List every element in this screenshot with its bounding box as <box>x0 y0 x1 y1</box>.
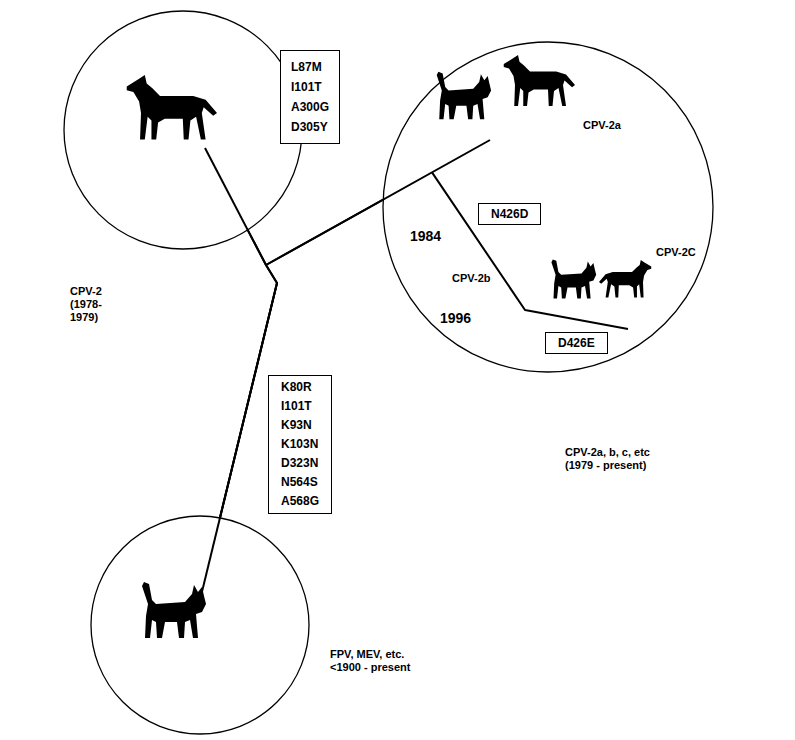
group-heading: CPV-2 (1978-1979) <box>70 285 102 324</box>
mutation-list: N426D <box>491 206 528 222</box>
circle-outline <box>63 10 303 250</box>
circle-outline <box>382 41 714 373</box>
group-heading: FPV, MEV, etc. <1900 - present <box>330 648 425 674</box>
circle-outline <box>90 515 310 735</box>
mutation-box: K80R I101T K93N K103N D323N N564S A568G <box>268 375 332 514</box>
cat-silhouette <box>142 582 206 638</box>
mutation-box: L87M I101T A300G D305Y <box>280 50 340 144</box>
host-circle: CPV-2 (1978-1979) <box>63 10 303 250</box>
cat-silhouette <box>551 259 596 298</box>
mutation-box: D426E <box>545 332 608 354</box>
mutation-box: N426D <box>478 203 541 225</box>
lineage-line <box>220 200 383 518</box>
mutation-list: K80R I101T K93N K103N D323N N564S A568G <box>281 378 319 511</box>
group-heading: CPV-2a, b, c, etc (1979 - present) <box>565 446 677 472</box>
circle-outline <box>383 42 713 372</box>
tree-branch <box>432 172 628 329</box>
circle-outline <box>91 516 309 734</box>
mutation-list: L87M I101T A300G D305Y <box>291 57 329 137</box>
dog-silhouette <box>504 55 575 106</box>
host-circle: FPV, MEV, etc. <1900 - present <box>90 515 310 735</box>
host-circle: N426DD426ECPV-2a, b, c, etc (1979 - pres… <box>382 41 714 373</box>
dog-silhouette <box>599 260 651 297</box>
mutation-list: D426E <box>558 335 595 351</box>
circle-outline <box>64 11 302 249</box>
dog-silhouette <box>127 75 217 140</box>
